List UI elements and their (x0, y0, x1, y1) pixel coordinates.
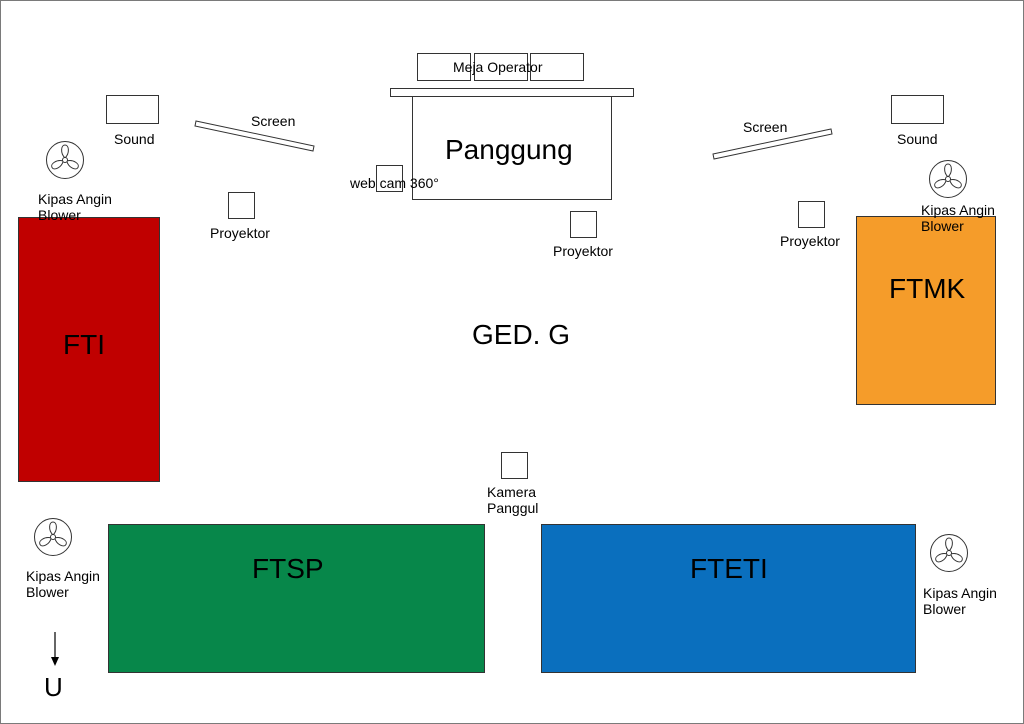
sound-right (891, 95, 944, 124)
fan-1-label-line1: Kipas Angin (38, 191, 112, 207)
camera-label-line2: Panggul (487, 500, 539, 516)
stage (412, 96, 612, 200)
zone-ftmk-label: FTMK (889, 273, 966, 304)
projector-center (570, 211, 597, 238)
compass-label: U (44, 672, 63, 702)
fan-3-label-line2: Blower (26, 584, 69, 600)
fan-2-label-line1: Kipas Angin (921, 202, 995, 218)
zone-fteti-label: FTETI (690, 553, 768, 584)
screen-right-label: Screen (743, 119, 788, 135)
stage-label: Panggung (445, 134, 573, 165)
projector-center-label: Proyektor (553, 243, 613, 259)
zone-fteti (541, 524, 916, 673)
sound-right-label: Sound (897, 131, 938, 147)
projector-right (798, 201, 825, 228)
fan-2-label-line2: Blower (921, 218, 964, 234)
projector-left (228, 192, 255, 219)
webcam-360 (376, 165, 403, 192)
webcam-label: web cam 360° (350, 175, 439, 191)
camera-panggul (501, 452, 528, 479)
zone-ftmk (856, 216, 996, 405)
projector-left-label: Proyektor (210, 225, 270, 241)
zone-ftsp-label: FTSP (252, 553, 324, 584)
operator-desk-cell-3 (530, 53, 584, 81)
zone-fti-label: FTI (63, 329, 105, 360)
operator-desk-label: Meja Operator (453, 59, 543, 75)
hall-title: GED. G (472, 319, 571, 350)
fan-3-label-line1: Kipas Angin (26, 568, 100, 584)
fan-4-label-line1: Kipas Angin (923, 585, 997, 601)
operator-desk-cell-1 (417, 53, 471, 81)
fan-4-label-line2: Blower (923, 601, 966, 617)
operator-desk-cell-2 (474, 53, 528, 81)
sound-left (106, 95, 159, 124)
zone-ftsp (108, 524, 485, 673)
sound-left-label: Sound (114, 131, 155, 147)
fan-1-label-line2: Blower (38, 207, 81, 223)
screen-left-label: Screen (251, 113, 296, 129)
projector-right-label: Proyektor (780, 233, 840, 249)
zone-fti (18, 217, 160, 482)
camera-label-line1: Kamera (487, 484, 537, 500)
